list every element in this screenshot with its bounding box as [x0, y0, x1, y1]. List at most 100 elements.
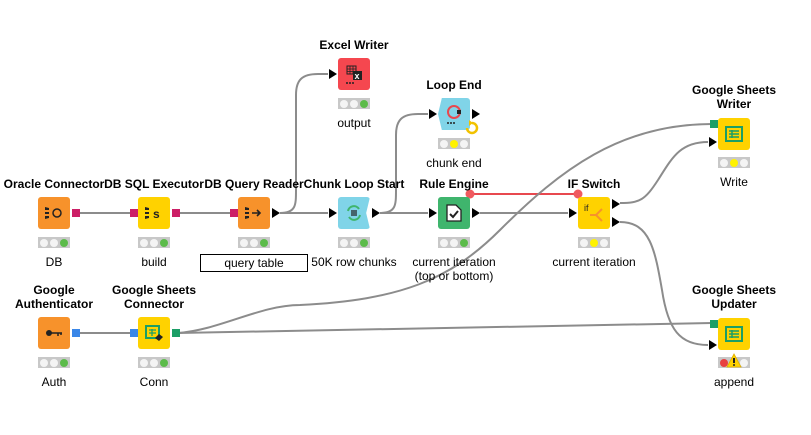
- data-input-port[interactable]: [329, 208, 337, 218]
- node-icon-box[interactable]: [438, 98, 470, 130]
- data-input-port[interactable]: [429, 109, 437, 119]
- data-input-port[interactable]: [709, 340, 717, 350]
- title-line-2: Authenticator: [15, 297, 93, 311]
- data-output-port-top[interactable]: [612, 199, 620, 209]
- query-reader-icon: [238, 197, 270, 229]
- node-title: Google Sheets Connector: [94, 283, 214, 311]
- connection-if-switch-to-sheets-updater[interactable]: [619, 221, 709, 346]
- node-icon-box[interactable]: [138, 317, 170, 349]
- node-annotation[interactable]: chunk end: [426, 156, 482, 170]
- node-chunk-loop-start[interactable]: Chunk Loop Start 50K row chunks: [294, 177, 414, 277]
- db-input-port[interactable]: [130, 209, 138, 217]
- node-db-sql-executor[interactable]: DB SQL Executor s build: [94, 177, 214, 277]
- data-input-port[interactable]: [429, 208, 437, 218]
- node-annotation[interactable]: current iteration (top or bottom): [394, 255, 514, 283]
- node-annotation[interactable]: append: [713, 375, 755, 389]
- google-output-port[interactable]: [72, 329, 80, 337]
- node-excel-writer[interactable]: Excel Writer x output: [294, 38, 414, 138]
- node-loop-end[interactable]: Loop End chunk end: [394, 78, 514, 178]
- title-line-1: Google Sheets: [691, 283, 777, 297]
- node-title: Rule Engine: [419, 177, 489, 191]
- node-icon-box[interactable]: if: [578, 197, 610, 229]
- google-input-port[interactable]: [130, 329, 138, 337]
- node-oracle-connector[interactable]: Oracle Connector DB: [0, 177, 114, 277]
- node-status-indicator: [438, 138, 470, 149]
- data-input-port[interactable]: [709, 137, 717, 147]
- data-input-port[interactable]: [329, 69, 337, 79]
- data-output-port[interactable]: [372, 208, 380, 218]
- data-output-port[interactable]: [472, 208, 480, 218]
- node-title: DB Query Reader: [204, 177, 304, 191]
- node-status-indicator: [138, 357, 170, 368]
- node-status-indicator: [38, 237, 70, 248]
- annotation-line-1: current iteration: [412, 255, 496, 269]
- title-line-2: Writer: [716, 97, 752, 111]
- svg-text:x: x: [355, 71, 360, 81]
- node-icon-box[interactable]: [338, 197, 370, 229]
- node-icon-box[interactable]: [718, 318, 750, 350]
- node-icon-box[interactable]: [238, 197, 270, 229]
- sheets-icon: [718, 118, 750, 150]
- node-rule-engine[interactable]: Rule Engine current iteration (top or bo…: [394, 177, 514, 297]
- key-icon: [38, 317, 70, 349]
- sheets-input-port[interactable]: [710, 120, 718, 128]
- node-if-switch[interactable]: IF Switch if current iteration: [534, 177, 654, 277]
- data-output-port[interactable]: [472, 109, 480, 119]
- node-icon-box[interactable]: [718, 118, 750, 150]
- node-status-indicator: [438, 237, 470, 248]
- node-status-indicator: [38, 357, 70, 368]
- node-title: IF Switch: [567, 177, 621, 191]
- node-annotation[interactable]: DB: [45, 255, 63, 269]
- node-icon-box[interactable]: [38, 317, 70, 349]
- node-google-sheets-connector[interactable]: Google Sheets Connector Conn: [94, 283, 214, 393]
- node-annotation[interactable]: output: [337, 116, 371, 130]
- db-output-port[interactable]: [72, 209, 80, 217]
- title-line-1: Google Sheets: [691, 83, 777, 97]
- node-google-sheets-updater[interactable]: Google Sheets Updater append: [674, 283, 794, 393]
- node-google-authenticator[interactable]: Google Authenticator Auth: [0, 283, 114, 393]
- connection-sheets-connector-to-sheets-updater[interactable]: [177, 322, 713, 334]
- node-status-indicator: [138, 237, 170, 248]
- data-output-port[interactable]: [272, 208, 280, 218]
- node-annotation[interactable]: build: [141, 255, 167, 269]
- loop-start-icon: [338, 197, 370, 229]
- node-google-sheets-writer[interactable]: Google Sheets Writer Write: [674, 83, 794, 193]
- excel-icon: x: [338, 58, 370, 90]
- node-icon-box[interactable]: x: [338, 58, 370, 90]
- db-output-port[interactable]: [172, 209, 180, 217]
- node-title: Excel Writer: [319, 38, 389, 52]
- sheets-connector-icon: [138, 317, 170, 349]
- node-db-query-reader[interactable]: DB Query Reader query table: [194, 177, 314, 277]
- node-annotation[interactable]: 50K row chunks: [311, 255, 397, 269]
- node-annotation[interactable]: current iteration: [552, 255, 636, 269]
- node-icon-box[interactable]: [438, 197, 470, 229]
- node-title: Loop End: [426, 78, 482, 92]
- title-line-2: Connector: [124, 297, 184, 311]
- rule-document-icon: [438, 197, 470, 229]
- node-title: Google Authenticator: [0, 283, 114, 311]
- node-status-indicator: [578, 237, 610, 248]
- sheets-output-port[interactable]: [172, 329, 180, 337]
- data-input-port[interactable]: [569, 208, 577, 218]
- loop-end-icon: [438, 98, 470, 130]
- node-title: Google Sheets Updater: [674, 283, 794, 311]
- warning-icon[interactable]: [726, 353, 742, 373]
- flow-variable-port-out[interactable]: [465, 189, 475, 199]
- sheets-input-port[interactable]: [710, 320, 718, 328]
- db-input-port[interactable]: [230, 209, 238, 217]
- connection-if-switch-to-sheets-writer[interactable]: [619, 141, 709, 204]
- svg-text:if: if: [584, 203, 589, 213]
- sheets-icon: [718, 318, 750, 350]
- data-output-port-bottom[interactable]: [612, 217, 620, 227]
- node-annotation[interactable]: query table: [200, 254, 308, 272]
- node-annotation[interactable]: Write: [720, 175, 748, 189]
- connection-sheets-connector-to-sheets-writer[interactable]: [177, 123, 713, 334]
- node-icon-box[interactable]: s: [138, 197, 170, 229]
- node-icon-box[interactable]: [38, 197, 70, 229]
- flow-variable-port-in[interactable]: [573, 189, 583, 199]
- node-annotation[interactable]: Conn: [139, 375, 169, 389]
- connection-query-reader-to-excel-writer[interactable]: [279, 73, 328, 214]
- node-annotation[interactable]: Auth: [41, 375, 67, 389]
- connection-chunk-loop-to-loop-end[interactable]: [379, 113, 428, 214]
